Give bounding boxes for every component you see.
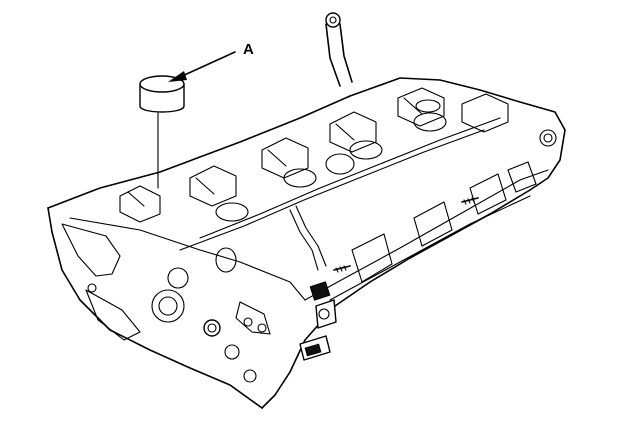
camshaft-journals bbox=[119, 87, 557, 273]
sensor-unit bbox=[299, 281, 337, 361]
stud-bolts bbox=[333, 197, 479, 273]
lifting-bracket bbox=[325, 12, 353, 87]
callout-arrow bbox=[168, 51, 236, 82]
callout-label-a: A bbox=[243, 41, 254, 58]
intake-ports bbox=[329, 161, 537, 301]
hydraulic-lifter-part-a bbox=[139, 75, 185, 189]
